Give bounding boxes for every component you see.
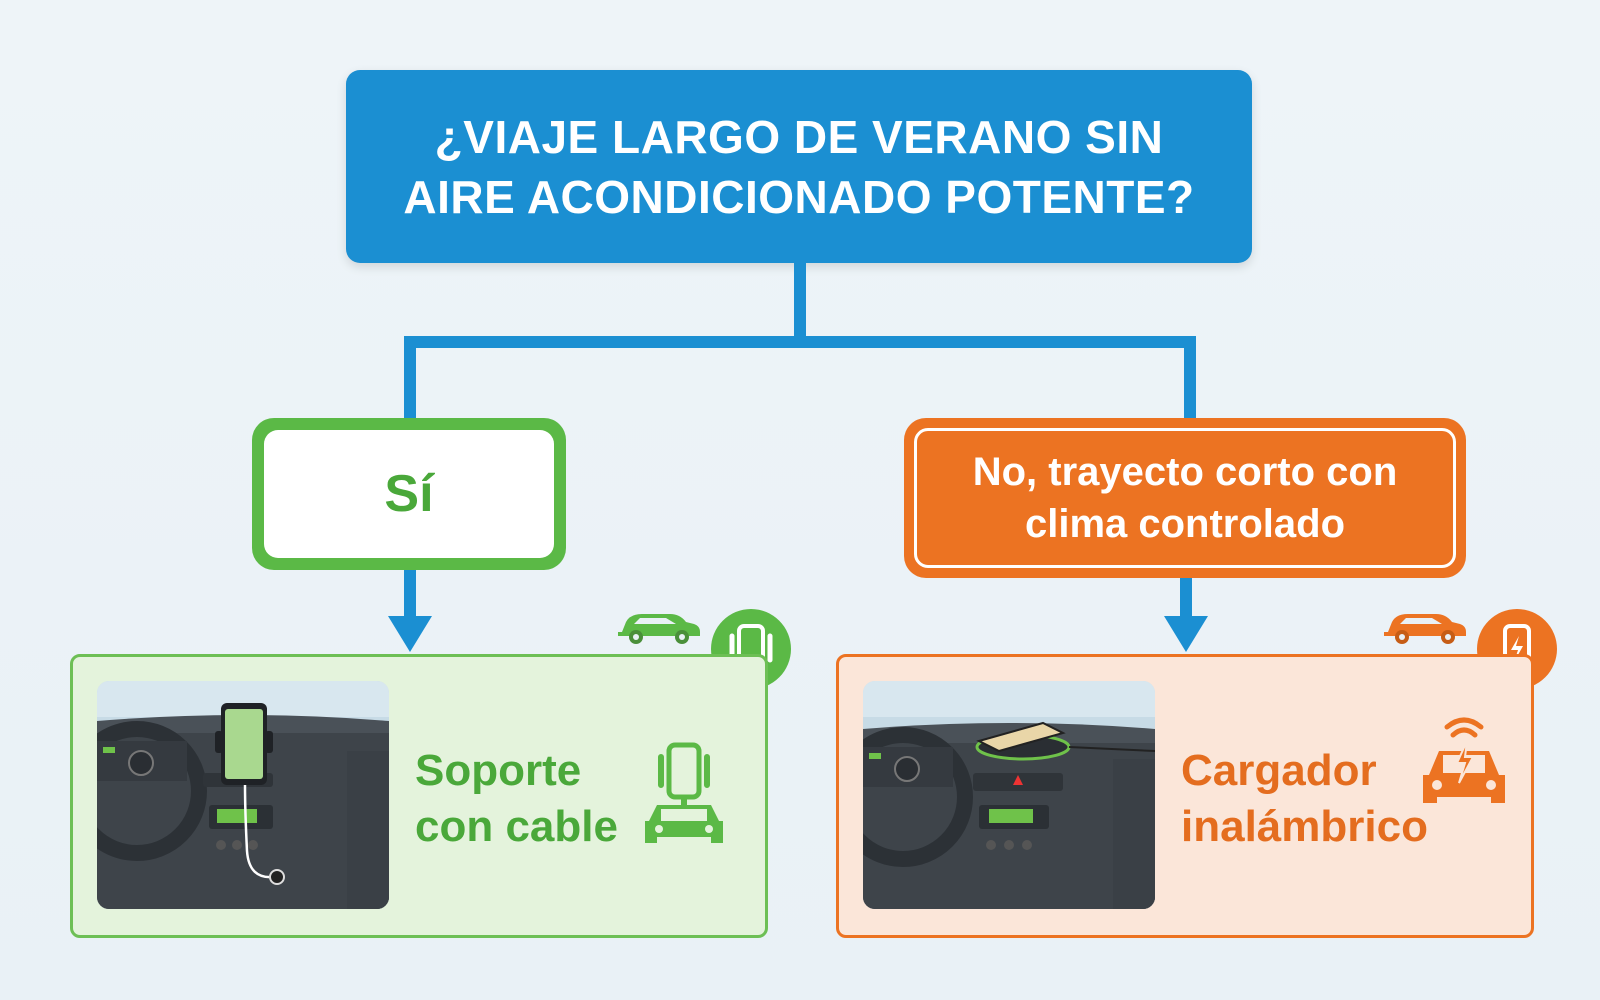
result-yes-box: Soporte con cable [70,654,768,938]
answer-no-label: No, trayecto corto con clima controlado [972,450,1398,546]
result-no-label: Cargador inalámbrico [1181,746,1428,851]
car-phone-mount-icon [645,742,723,843]
answer-yes-box: Sí [252,418,566,570]
arrow-head-no [1164,616,1208,652]
question-text: ¿VIAJE LARGO DE VERANO SIN AIRE ACONDICI… [403,110,1195,223]
arrow-head-yes [388,616,432,652]
dashboard-phone-holder-image [97,681,389,909]
car-wireless-charging-icon [1423,717,1505,803]
car-icon [618,614,700,644]
question-box: ¿VIAJE LARGO DE VERANO SIN AIRE ACONDICI… [346,70,1252,263]
result-no-box: Cargador inalámbrico [836,654,1534,938]
car-icon-orange [1384,614,1466,644]
result-yes-label: Soporte con cable [415,746,618,851]
answer-yes-label: Sí [384,465,434,523]
dashboard-wireless-charger-image [863,681,1155,909]
answer-no-box: No, trayecto corto con clima controlado [904,418,1466,578]
